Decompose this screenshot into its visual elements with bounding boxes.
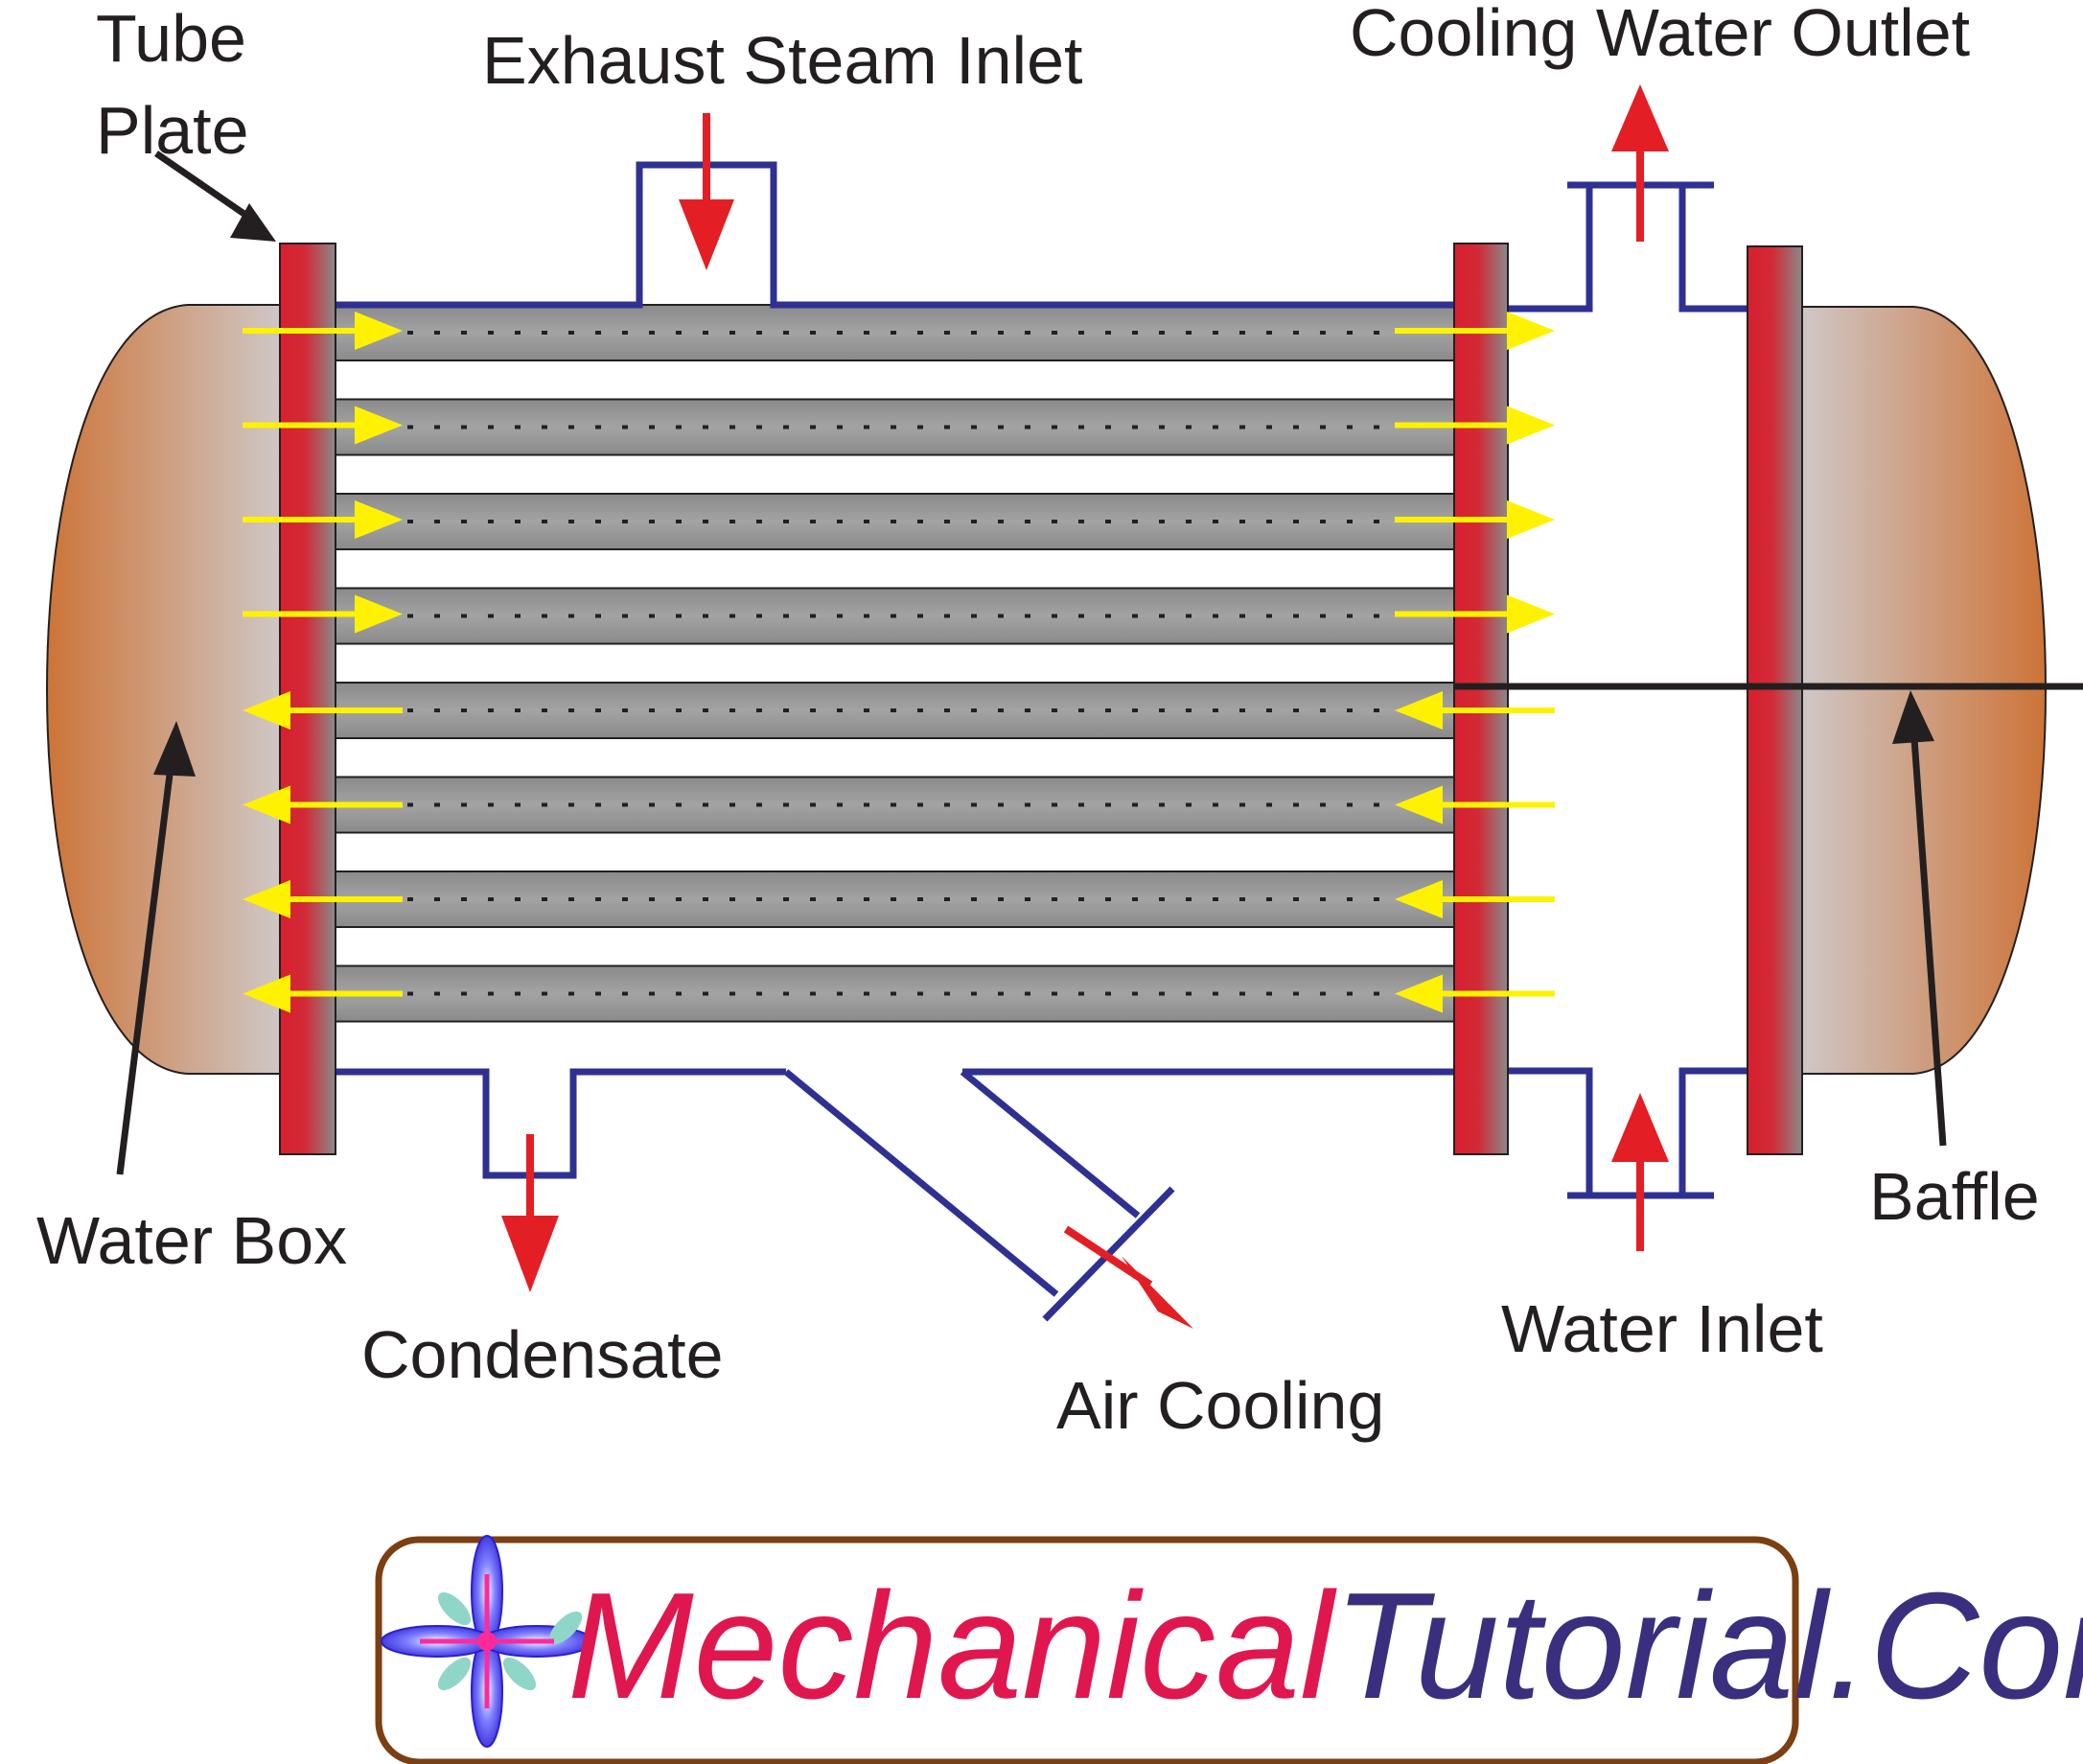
baffle-label: Baffle bbox=[1869, 1159, 2040, 1234]
brand-text: MechanicalTutorial.Com bbox=[567, 1562, 2083, 1730]
end-cover-plate bbox=[1747, 245, 1803, 1155]
water-box-label: Water Box bbox=[36, 1203, 347, 1278]
water-arrow-right-return bbox=[1395, 974, 1555, 1013]
water-arrow-right-return bbox=[1395, 691, 1555, 730]
brand-text-part1: Mechanical bbox=[567, 1562, 1337, 1730]
tube bbox=[335, 682, 1455, 739]
water-arrow-right-return bbox=[1395, 880, 1555, 918]
brand-banner-frame bbox=[375, 1536, 1799, 1764]
air-cooling-duct-lower bbox=[783, 1069, 1059, 1297]
brand-text-part2: Tutorial.Com bbox=[1333, 1562, 2083, 1730]
air-cooling-arrow bbox=[1063, 1225, 1193, 1329]
water-arrow-right-out bbox=[1395, 500, 1555, 539]
water-arrow-left-return bbox=[243, 974, 403, 1013]
right-tube-plate bbox=[1453, 243, 1509, 1155]
tube bbox=[335, 964, 1455, 1023]
air-cooling-label: Air Cooling bbox=[1056, 1368, 1384, 1443]
condensate-arrow bbox=[501, 1134, 559, 1292]
water-arrow-left-in bbox=[243, 594, 403, 634]
tube bbox=[335, 587, 1455, 645]
water-box-pointer bbox=[116, 721, 196, 1175]
water-inlet-arrow bbox=[1611, 1093, 1669, 1251]
bottom-shell-left bbox=[336, 1068, 786, 1179]
water-flow-arrows bbox=[243, 312, 1555, 1013]
tube bbox=[335, 776, 1455, 834]
flower-logo-icon bbox=[381, 1535, 593, 1748]
water-arrow-right-out bbox=[1395, 406, 1555, 445]
tube-plate-label-line2: Plate bbox=[96, 93, 249, 168]
tube bbox=[335, 398, 1455, 456]
tube bbox=[335, 304, 1455, 361]
water-arrow-left-in bbox=[243, 406, 403, 445]
water-arrow-right-out bbox=[1395, 594, 1555, 634]
right-water-box bbox=[1801, 306, 2047, 1075]
steam-inlet-arrow bbox=[679, 113, 734, 270]
water-arrow-left-in bbox=[243, 500, 403, 539]
steam-inlet-nozzle bbox=[336, 161, 1454, 309]
water-arrow-left-return bbox=[243, 691, 403, 730]
pointer-arrows bbox=[116, 151, 1947, 1175]
water-arrow-left-return bbox=[243, 785, 403, 824]
tube bbox=[335, 493, 1455, 550]
tube-plate-pointer bbox=[154, 151, 276, 242]
outlet-nozzle bbox=[1508, 181, 1747, 313]
water-arrow-left-in bbox=[243, 312, 403, 350]
water-arrow-right-out bbox=[1395, 312, 1555, 350]
brand-banner: MechanicalTutorial.Com bbox=[375, 1535, 2083, 1764]
left-water-box bbox=[46, 304, 281, 1075]
air-cooling-duct-upper bbox=[960, 1069, 1141, 1219]
exhaust-steam-inlet-label: Exhaust Steam Inlet bbox=[482, 23, 1082, 98]
cooling-water-outlet-label: Cooling Water Outlet bbox=[1350, 0, 1970, 70]
cooling-water-outlet-arrow bbox=[1611, 84, 1669, 242]
diagram-labels: Tube Plate Exhaust Steam Inlet Cooling W… bbox=[36, 0, 2040, 1443]
condenser-tubes bbox=[335, 304, 1455, 1023]
baffle-pointer bbox=[1892, 690, 1947, 1147]
tube bbox=[335, 870, 1455, 928]
water-arrow-left-return bbox=[243, 880, 403, 918]
process-flow-arrows bbox=[501, 84, 1669, 1329]
condensate-label: Condensate bbox=[361, 1317, 724, 1392]
water-arrow-right-return bbox=[1395, 785, 1555, 824]
water-inlet-label: Water Inlet bbox=[1501, 1291, 1823, 1366]
tube-plate-label: Tube bbox=[96, 1, 246, 76]
